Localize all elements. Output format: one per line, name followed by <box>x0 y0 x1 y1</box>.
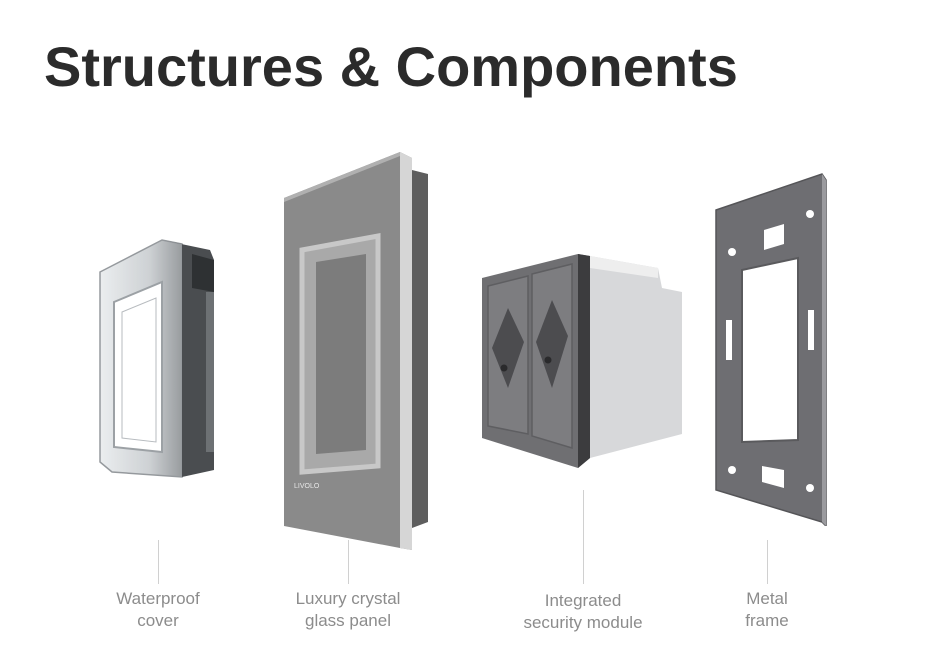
metal-frame-image <box>715 173 827 526</box>
security-module-leader <box>583 490 584 584</box>
waterproof-cover-leader <box>158 540 159 584</box>
caption-security-module: Integrated security module <box>498 590 668 634</box>
caption-line: Luxury crystal <box>295 589 401 608</box>
security-module-image <box>482 254 682 468</box>
caption-line: frame <box>745 611 789 630</box>
caption-line: Waterproof <box>116 589 200 608</box>
caption-line: cover <box>137 611 179 630</box>
caption-line: glass panel <box>304 611 391 630</box>
brand-logo: LIVOLO <box>294 483 320 490</box>
caption-line: security module <box>523 613 643 632</box>
caption-metal-frame: Metal frame <box>707 588 827 632</box>
waterproof-cover-image <box>99 239 214 478</box>
metal-frame-leader <box>767 540 768 584</box>
caption-line: Metal <box>746 589 788 608</box>
caption-waterproof-cover: Waterproof cover <box>88 588 228 632</box>
caption-line: Integrated <box>544 591 622 610</box>
caption-glass-panel: Luxury crystal glass panel <box>268 588 428 632</box>
glass-panel-leader <box>348 540 349 584</box>
glass-panel-image: LIVOLO <box>284 152 428 550</box>
page-title: Structures & Components <box>44 35 738 98</box>
